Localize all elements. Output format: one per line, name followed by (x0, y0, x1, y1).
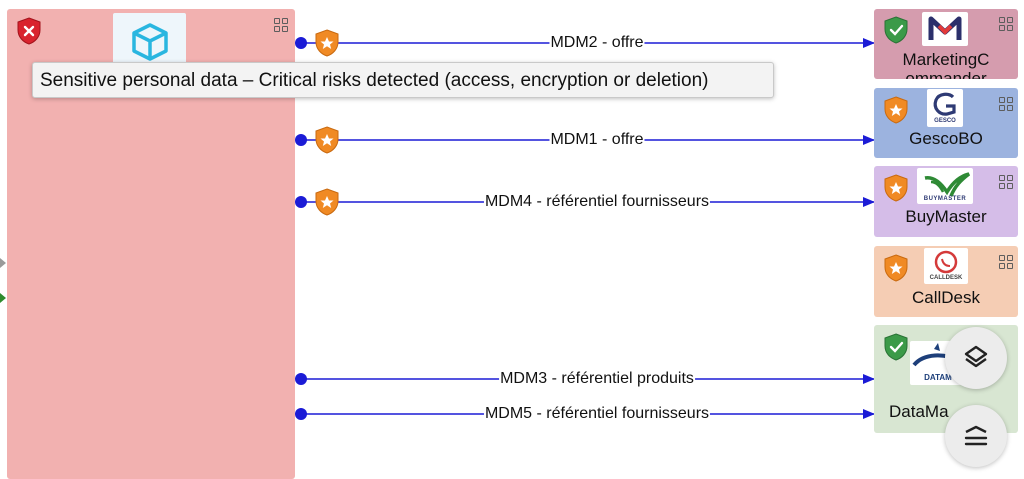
orange-shield-icon (315, 29, 339, 57)
datamaster-logo-text: DATAM (924, 373, 952, 382)
stack-lines-icon (964, 425, 988, 446)
red-shield-icon (17, 17, 41, 45)
gesco-logo-text: GESCO (934, 118, 956, 124)
calldesk-logo-text: CALLDESK (929, 275, 963, 281)
target-name: MarketingC (902, 50, 990, 69)
layers-icon (964, 345, 988, 368)
flow-start-dot (295, 373, 307, 385)
target-node-calldesk[interactable]: CALLDESK CallDesk (874, 246, 1018, 317)
orange-shield-icon (884, 174, 908, 202)
target-node-buymaster[interactable]: BUYMASTER BuyMaster (874, 166, 1018, 237)
target-node-gescobo[interactable]: GESCO GescoBO (874, 88, 1018, 158)
marketingcommander-logo (922, 12, 968, 46)
cube-icon (132, 23, 168, 61)
target-name-overflow: ommander (905, 69, 987, 79)
flow-label[interactable]: MDM5 - référentiel fournisseurs (483, 405, 711, 423)
calldesk-logo: CALLDESK (924, 248, 968, 284)
m-logo-icon (928, 16, 962, 40)
target-name: CallDesk (911, 288, 981, 307)
flow-start-dot (295, 408, 307, 420)
risk-tooltip: Sensitive personal data – Critical risks… (32, 62, 774, 98)
orange-shield-icon (884, 96, 908, 124)
buymaster-logo-text: BUYMASTER (923, 196, 967, 202)
grid-icon[interactable] (999, 255, 1013, 269)
target-node-marketingcommander[interactable]: MarketingC ommander (874, 9, 1018, 79)
buymaster-logo-icon (924, 172, 971, 197)
gesco-logo: GESCO (927, 89, 963, 127)
target-name: BuyMaster (905, 207, 987, 226)
orange-shield-icon (315, 126, 339, 154)
source-logo (113, 13, 186, 69)
flow-start-dot (295, 196, 307, 208)
flow-label[interactable]: MDM2 - offre (549, 34, 645, 52)
target-name: DataMa (889, 402, 949, 421)
flow-start-dot (295, 134, 307, 146)
grid-icon[interactable] (999, 17, 1013, 31)
gesco-logo-icon (933, 92, 956, 116)
incoming-arrow-green (0, 293, 6, 303)
incoming-arrow-grey (0, 258, 6, 268)
green-shield-icon (884, 333, 908, 361)
calldesk-logo-icon (934, 250, 958, 274)
grid-icon[interactable] (999, 175, 1013, 189)
flow-start-dot (295, 37, 307, 49)
grid-icon[interactable] (274, 18, 288, 32)
buymaster-logo: BUYMASTER (917, 168, 973, 204)
flow-label[interactable]: MDM3 - référentiel produits (499, 370, 695, 388)
grid-icon[interactable] (999, 97, 1013, 111)
target-name: GescoBO (909, 129, 983, 148)
orange-shield-icon (315, 188, 339, 216)
flow-label[interactable]: MDM1 - offre (549, 131, 645, 149)
filter-button[interactable] (945, 405, 1007, 467)
orange-shield-icon (884, 254, 908, 282)
green-shield-icon (884, 16, 908, 44)
layers-button[interactable] (945, 327, 1007, 389)
flow-label[interactable]: MDM4 - référentiel fournisseurs (483, 193, 711, 211)
